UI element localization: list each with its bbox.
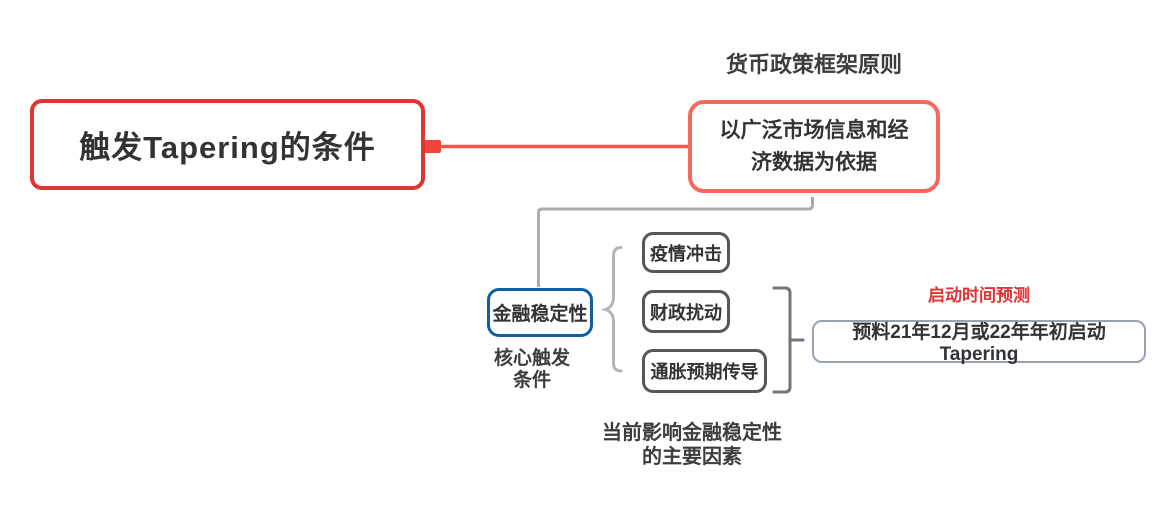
stability-node[interactable]: 金融稳定性 [487,288,593,337]
principle-floating-label: 货币政策框架原则 [725,52,902,77]
factor-node-fiscal-disturbance[interactable]: 财政扰动 [642,290,730,333]
principle-node[interactable]: 以广泛市场信息和经 济数据为依据 [688,100,940,193]
stability-caption: 核心触发 条件 [493,348,570,391]
red-connector-stub [424,140,441,153]
prediction-floating-label: 启动时间预测 [928,286,1030,305]
summary-bracket [772,286,805,394]
prediction-node[interactable]: 预料21年12月或22年年初启动Tapering [812,320,1146,365]
curly-brace [600,246,623,373]
factors-caption: 当前影响金融稳定性 的主要因素 [602,422,782,468]
factor-node-inflation-expectation[interactable]: 通胀预期传导 [642,349,767,393]
factor-node-epidemic-shock[interactable]: 疫情冲击 [642,232,730,273]
root-node[interactable]: 触发Tapering的条件 [30,99,425,190]
